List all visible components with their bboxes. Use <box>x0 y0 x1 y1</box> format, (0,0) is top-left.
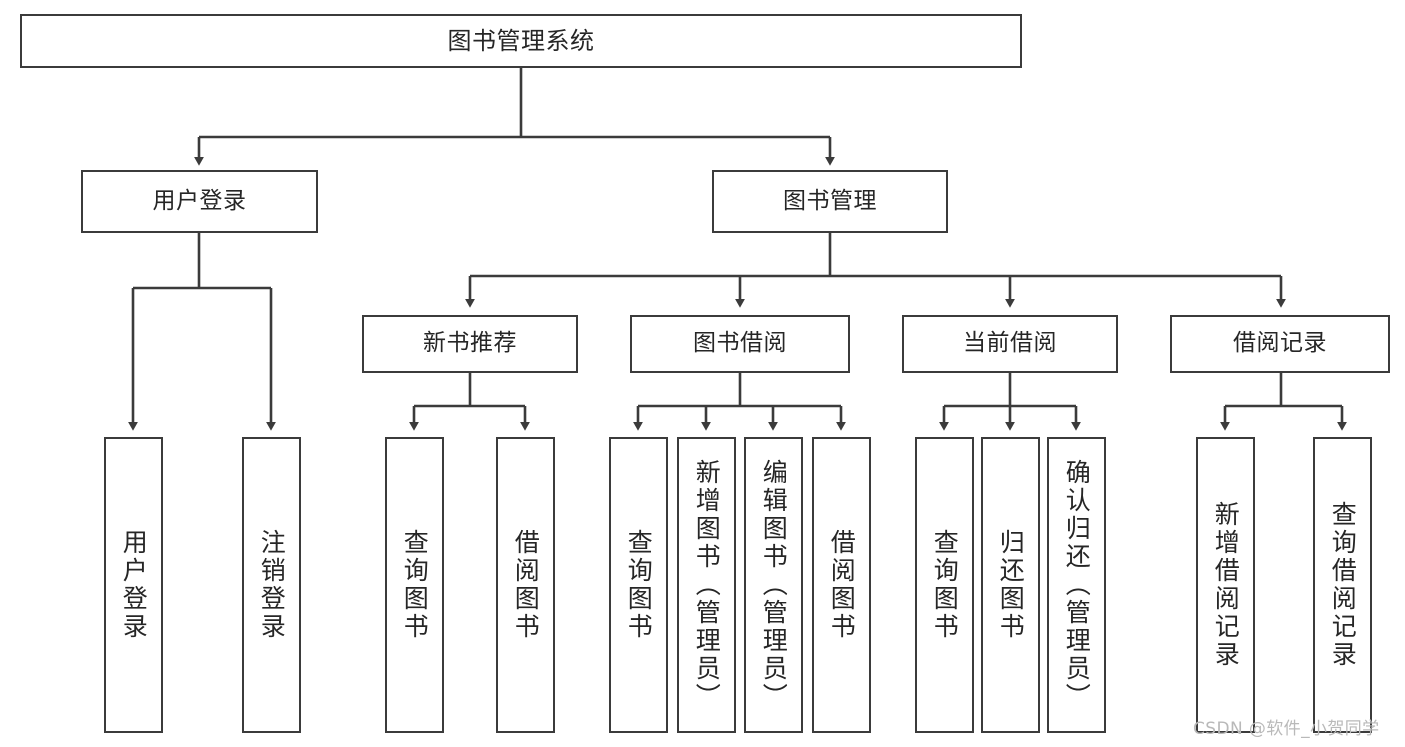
node-current-borrow[interactable]: 当前借阅 <box>902 315 1118 373</box>
leaf-new-book-borrow[interactable]: 借阅图书 <box>496 437 555 733</box>
node-book-borrow[interactable]: 图书借阅 <box>630 315 850 373</box>
node-label: 新增借阅记录 <box>1211 501 1241 669</box>
leaf-book-borrow-add[interactable]: 新增图书（管理员） <box>677 437 736 733</box>
node-root-system[interactable]: 图书管理系统 <box>20 14 1022 68</box>
node-label: 用户登录 <box>119 529 149 641</box>
node-label: 借阅记录 <box>1233 330 1327 357</box>
node-label: 借阅图书 <box>511 529 541 641</box>
node-label: 图书管理系统 <box>447 26 595 55</box>
node-label: 编辑图书（管理员） <box>759 459 789 711</box>
node-label: 查询图书 <box>624 529 654 641</box>
node-label: 查询图书 <box>400 529 430 641</box>
leaf-new-book-query[interactable]: 查询图书 <box>385 437 444 733</box>
leaf-current-borrow-return[interactable]: 归还图书 <box>981 437 1040 733</box>
leaf-borrow-record-query[interactable]: 查询借阅记录 <box>1313 437 1372 733</box>
leaf-book-borrow-borrow[interactable]: 借阅图书 <box>812 437 871 733</box>
leaf-book-borrow-edit[interactable]: 编辑图书（管理员） <box>744 437 803 733</box>
node-label: 确认归还（管理员） <box>1062 459 1092 711</box>
node-new-book-recommend[interactable]: 新书推荐 <box>362 315 578 373</box>
node-user-login[interactable]: 用户登录 <box>81 170 318 233</box>
node-label: 借阅图书 <box>827 529 857 641</box>
node-label: 注销登录 <box>257 529 287 641</box>
leaf-book-borrow-query[interactable]: 查询图书 <box>609 437 668 733</box>
node-label: 当前借阅 <box>963 330 1057 357</box>
node-label: 图书管理 <box>783 187 877 214</box>
node-borrow-record[interactable]: 借阅记录 <box>1170 315 1390 373</box>
leaf-current-borrow-confirm-return[interactable]: 确认归还（管理员） <box>1047 437 1106 733</box>
node-label: 用户登录 <box>152 187 247 214</box>
node-label: 新书推荐 <box>423 330 517 357</box>
node-label: 图书借阅 <box>693 330 787 357</box>
node-label: 查询图书 <box>930 529 960 641</box>
node-book-management[interactable]: 图书管理 <box>712 170 948 233</box>
node-label: 新增图书（管理员） <box>692 459 722 711</box>
leaf-user-login-logout[interactable]: 注销登录 <box>242 437 301 733</box>
leaf-user-login-login[interactable]: 用户登录 <box>104 437 163 733</box>
node-label: 查询借阅记录 <box>1328 501 1358 669</box>
node-label: 归还图书 <box>996 529 1026 641</box>
leaf-borrow-record-add[interactable]: 新增借阅记录 <box>1196 437 1255 733</box>
csdn-watermark: CSDN @软件_小贺同学 <box>1193 719 1380 739</box>
leaf-current-borrow-query[interactable]: 查询图书 <box>915 437 974 733</box>
